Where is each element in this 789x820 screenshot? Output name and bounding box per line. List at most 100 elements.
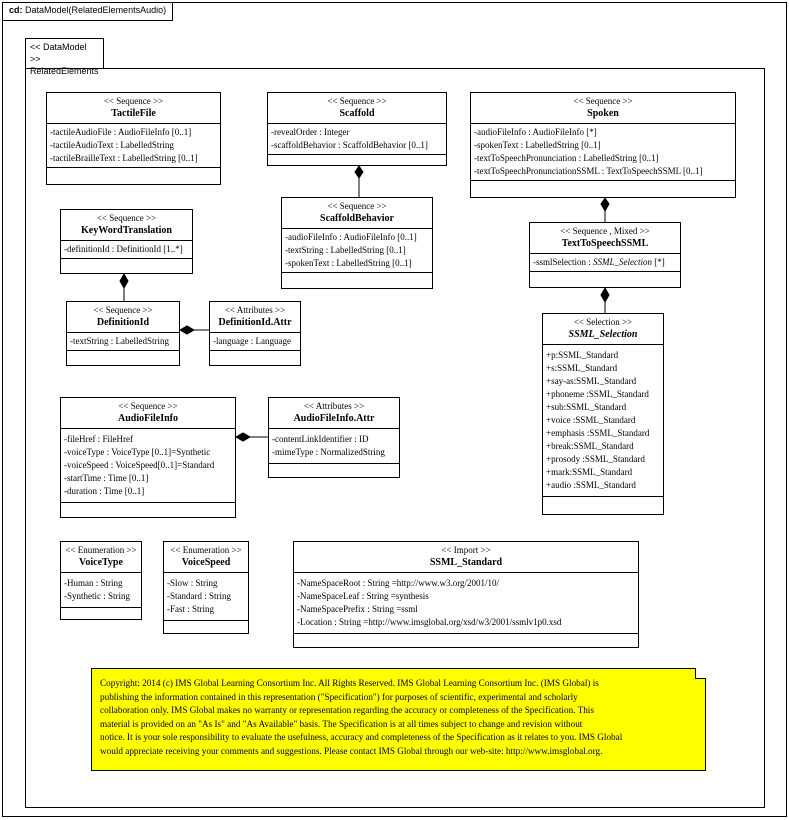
attribute: +say-as:SSML_Standard <box>546 376 637 386</box>
class-header: << Import >> SSML_Standard <box>294 542 638 573</box>
attribute: -fileHref : FileHref <box>64 434 133 444</box>
attribute: -Human : String <box>64 578 123 588</box>
class-name: VoiceType <box>79 557 123 568</box>
class-attributes: -Slow : String -Standard : String -Fast … <box>164 573 248 621</box>
class-voicespeed[interactable]: << Enumeration >> VoiceSpeed -Slow : Str… <box>163 541 249 634</box>
class-stereotype: << Sequence >> <box>118 401 178 411</box>
attribute-prefix: -ssmlSelection : <box>533 257 593 267</box>
attribute: -spokenText : LabelledString [0..1] <box>474 140 601 150</box>
class-header: << Enumeration >> VoiceSpeed <box>164 542 248 573</box>
attribute: -audioFileInfo : AudioFileInfo [0..1] <box>285 232 417 242</box>
attribute: -textString : LabelledString <box>70 336 169 346</box>
class-audiofileinfo[interactable]: << Sequence >> AudioFileInfo -fileHref :… <box>60 397 236 518</box>
class-attributes: -ssmlSelection : SSML_Selection [*] <box>530 254 680 272</box>
class-attributes: -fileHref : FileHref -voiceType : VoiceT… <box>61 429 235 503</box>
class-stereotype: << Sequence >> <box>327 96 387 106</box>
attribute: +audio :SSML_Standard <box>546 480 636 490</box>
class-stereotype: << Sequence , Mixed >> <box>560 226 650 236</box>
class-texttospeechssml[interactable]: << Sequence , Mixed >> TextToSpeechSSML … <box>529 222 681 288</box>
class-ssml-selection[interactable]: << Selection >> SSML_Selection +p:SSML_S… <box>542 313 664 515</box>
class-definitionid-attr[interactable]: << Attributes >> DefinitionId.Attr -lang… <box>209 301 301 366</box>
attribute-suffix: [*] <box>652 257 665 267</box>
attribute: -tactileAudioFile : AudioFileInfo [0..1] <box>50 127 192 137</box>
package-body <box>25 68 765 808</box>
class-header: << Attributes >> AudioFileInfo.Attr <box>269 398 399 429</box>
attribute: +voice :SSML_Standard <box>546 415 636 425</box>
attribute: -Fast : String <box>167 604 215 614</box>
class-tactilefile[interactable]: << Sequence >> TactileFile -tactileAudio… <box>46 92 221 185</box>
attribute: -definitionId : DefinitionId [1..*] <box>64 244 183 254</box>
class-header: << Sequence >> KeyWordTranslation <box>61 210 192 241</box>
class-header: << Sequence >> Spoken <box>471 93 735 124</box>
class-stereotype: << Sequence >> <box>93 305 153 315</box>
attribute: -voiceSpeed : VoiceSpeed[0..1]=Standard <box>64 460 215 470</box>
attribute: -tactileAudioText : LabelledString <box>50 140 174 150</box>
class-ssml-standard[interactable]: << Import >> SSML_Standard -NameSpaceRoo… <box>293 541 639 648</box>
attribute: -spokenText : LabelledString [0..1] <box>285 258 412 268</box>
attribute: -NameSpacePrefix : String =ssml <box>297 604 418 614</box>
class-name: SSML_Standard <box>429 557 503 568</box>
class-keywordtranslation[interactable]: << Sequence >> KeyWordTranslation -defin… <box>60 209 193 274</box>
attribute: -textString : LabelledString [0..1] <box>285 245 406 255</box>
class-header: << Attributes >> DefinitionId.Attr <box>210 302 300 333</box>
class-stereotype: << Enumeration >> <box>170 545 242 555</box>
class-name: Scaffold <box>339 108 375 119</box>
class-header: << Sequence >> AudioFileInfo <box>61 398 235 429</box>
attribute: -duration : Time [0..1] <box>64 486 145 496</box>
class-name: AudioFileInfo.Attr <box>293 413 375 424</box>
class-stereotype: << Sequence >> <box>327 201 387 211</box>
class-attributes: -NameSpaceRoot : String =http://www.w3.o… <box>294 573 638 634</box>
attribute: -tactileBrailleText : LabelledString [0.… <box>50 153 198 163</box>
attribute: -Synthetic : String <box>64 591 130 601</box>
class-attributes: -revealOrder : Integer -scaffoldBehavior… <box>268 124 446 155</box>
attribute: -mimeType : NormalizedString <box>272 447 385 457</box>
copyright-note[interactable]: Copyright: 2014 (c) IMS Global Learning … <box>91 668 706 771</box>
attribute: -textToSpeechPronunciationSSML : TextToS… <box>474 166 703 176</box>
class-spoken[interactable]: << Sequence >> Spoken -audioFileInfo : A… <box>470 92 736 198</box>
class-scaffoldbehavior[interactable]: << Sequence >> ScaffoldBehavior -audioFi… <box>281 197 433 289</box>
class-name: TextToSpeechSSML <box>561 238 649 249</box>
class-name: ScaffoldBehavior <box>320 213 394 224</box>
package-name: RelatedElements <box>30 66 99 76</box>
attribute: -revealOrder : Integer <box>271 127 350 137</box>
attribute-type: SSML_Selection <box>593 257 652 267</box>
class-stereotype: << Selection >> <box>573 317 633 327</box>
attribute: -ssmlSelection : SSML_Selection [*] <box>533 256 677 269</box>
class-attributes: -audioFileInfo : AudioFileInfo [0..1] -t… <box>282 229 432 273</box>
class-header: << Sequence , Mixed >> TextToSpeechSSML <box>530 223 680 254</box>
package-stereotype: << DataModel >> <box>30 42 87 64</box>
class-voicetype[interactable]: << Enumeration >> VoiceType -Human : Str… <box>60 541 142 620</box>
class-attributes: -audioFileInfo : AudioFileInfo [*] -spok… <box>471 124 735 181</box>
attribute: -NameSpaceRoot : String =http://www.w3.o… <box>297 578 500 588</box>
attribute: +emphasis :SSML_Standard <box>546 428 650 438</box>
class-audiofileinfo-attr[interactable]: << Attributes >> AudioFileInfo.Attr -con… <box>268 397 400 478</box>
diagram-frame-tab: cd: DataModel(RelatedElementsAudio) <box>3 3 174 21</box>
note-line: Copyright: 2014 (c) IMS Global Learning … <box>100 678 599 688</box>
frame-title: DataModel(RelatedElementsAudio) <box>25 5 167 15</box>
attribute: -textToSpeechPronunciation : LabelledStr… <box>474 153 659 163</box>
class-header: << Sequence >> DefinitionId <box>67 302 179 333</box>
class-attributes: -Human : String -Synthetic : String <box>61 573 141 608</box>
class-scaffold[interactable]: << Sequence >> Scaffold -revealOrder : I… <box>267 92 447 166</box>
class-stereotype: << Attributes >> <box>303 401 365 411</box>
class-definitionid[interactable]: << Sequence >> DefinitionId -textString … <box>66 301 180 366</box>
attribute: +mark:SSML_Standard <box>546 467 633 477</box>
attribute: +p:SSML_Standard <box>546 350 619 360</box>
attribute: -Location : String =http://www.imsglobal… <box>297 617 562 627</box>
class-stereotype: << Sequence >> <box>573 96 633 106</box>
class-stereotype: << Attributes >> <box>224 305 286 315</box>
attribute: +s:SSML_Standard <box>546 363 618 373</box>
class-attributes: -definitionId : DefinitionId [1..*] <box>61 241 192 259</box>
note-line: collaboration only. IMS Global makes no … <box>100 705 594 715</box>
attribute: -language : Language <box>213 336 291 346</box>
package-tab[interactable]: << DataModel >> RelatedElements <box>25 38 104 76</box>
attribute: +prosody :SSML_Standard <box>546 454 645 464</box>
class-header: << Sequence >> Scaffold <box>268 93 446 124</box>
class-attributes: -tactileAudioFile : AudioFileInfo [0..1]… <box>47 124 220 168</box>
note-line: notice. It is your sole responsibility t… <box>100 732 623 742</box>
attribute: -contentLinkIdentifier : ID <box>272 434 369 444</box>
class-header: << Selection >> SSML_Selection <box>543 314 663 345</box>
note-line: material is provided on an "As Is" and "… <box>100 718 583 729</box>
attribute: -audioFileInfo : AudioFileInfo [*] <box>474 127 597 137</box>
